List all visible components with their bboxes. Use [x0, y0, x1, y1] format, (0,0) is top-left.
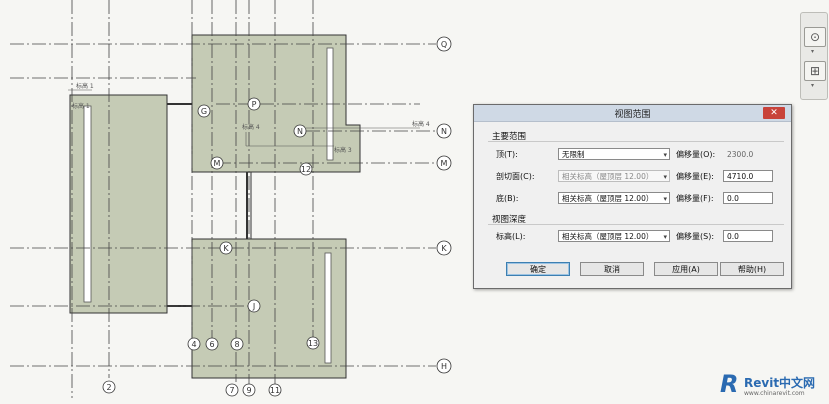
dialog-title: 视图范围: [614, 110, 651, 120]
svg-text:N: N: [441, 127, 447, 136]
bottom-label: 底(B):: [496, 194, 519, 203]
grid-lines: [10, 0, 440, 398]
svg-text:11: 11: [270, 386, 280, 395]
grid-bubble-h-right[interactable]: H: [436, 358, 452, 374]
view-depth-group-label: 视图深度: [492, 215, 527, 225]
cut-offset-label: 偏移量(E):: [676, 172, 714, 181]
svg-text:9: 9: [246, 386, 251, 395]
chevron-down-icon: ▾: [663, 151, 667, 159]
grid-bubble-6[interactable]: 6: [205, 337, 219, 351]
top-offset-input: 2300.0: [727, 150, 754, 159]
callout-tag-mid: 标高 4: [242, 123, 260, 131]
top-label: 顶(T):: [496, 150, 518, 159]
svg-text:8: 8: [234, 340, 239, 349]
grid-bubble-7[interactable]: 7: [225, 383, 239, 397]
grid-bubble-n-right[interactable]: N: [436, 123, 452, 139]
svg-text:2: 2: [106, 383, 111, 392]
svg-text:13: 13: [308, 339, 318, 348]
grid-bubble-k[interactable]: K: [219, 241, 233, 255]
zoom-region-icon[interactable]: ⊙: [804, 27, 826, 47]
svg-text:K: K: [441, 244, 447, 253]
grid-bubble-g[interactable]: G: [197, 104, 211, 118]
apply-button[interactable]: 应用(A): [654, 262, 718, 276]
slab-left: [69, 94, 168, 314]
grid-bubble-m[interactable]: M: [210, 156, 224, 170]
cut-plane-select: 相关标高（屋顶层 12.00）▾: [558, 170, 670, 182]
svg-text:G: G: [201, 107, 207, 116]
grid-bubble-j[interactable]: J: [247, 299, 261, 313]
bottom-offset-label: 偏移量(F):: [676, 194, 714, 203]
logo-mark-icon: R: [720, 370, 739, 398]
grid-bubble-11[interactable]: 11: [268, 383, 282, 397]
callout-tag-low-mid: 标高 3: [334, 146, 352, 154]
view-range-dialog: 视图范围 ✕ 主要范围 顶(T): 无限制▾ 偏移量(O): 2300.0 剖切…: [473, 104, 792, 289]
svg-text:H: H: [441, 362, 447, 371]
callout-tag-right: 标高 4: [412, 120, 430, 128]
grid-bubble-q[interactable]: Q: [436, 36, 452, 52]
bottom-select[interactable]: 相关标高（屋顶层 12.00）▾: [558, 192, 670, 204]
grid-bubble-m-right[interactable]: M: [436, 155, 452, 171]
level-offset-label: 偏移量(S):: [676, 232, 715, 241]
primary-range-group-label: 主要范围: [492, 132, 527, 142]
svg-text:J: J: [252, 302, 255, 311]
chevron-down-icon: ▾: [663, 233, 667, 241]
chevron-down-icon: ▾: [663, 173, 667, 181]
navigation-wheel-icon[interactable]: ⊞: [804, 61, 826, 81]
grid-bubbles: Q N M K H P G N M 12 K J 4 6 8 13 2 7 9 …: [102, 36, 452, 397]
cancel-button[interactable]: 取消: [580, 262, 644, 276]
svg-text:M: M: [441, 159, 448, 168]
ok-button[interactable]: 确定: [506, 262, 570, 276]
svg-text:6: 6: [209, 340, 214, 349]
leader-lines: [68, 89, 420, 147]
svg-text:7: 7: [229, 386, 234, 395]
grid-bubble-p[interactable]: P: [247, 97, 261, 111]
help-button[interactable]: 帮助(H): [720, 262, 784, 276]
dialog-title-bar[interactable]: 视图范围 ✕: [474, 105, 791, 122]
grid-bubble-9[interactable]: 9: [242, 383, 256, 397]
svg-text:M: M: [214, 159, 221, 168]
zoom-dropdown-chevron-icon[interactable]: ▾: [811, 48, 815, 55]
level-offset-input[interactable]: 0.0: [723, 230, 773, 242]
slab-lower-right: [191, 238, 347, 379]
top-select[interactable]: 无限制▾: [558, 148, 670, 160]
watermark-logo: R Revit中文网 www.chinarevit.com: [716, 370, 828, 402]
grid-bubble-12[interactable]: 12: [299, 162, 313, 176]
svg-text:4: 4: [191, 340, 196, 349]
close-button[interactable]: ✕: [763, 107, 785, 119]
level-select[interactable]: 相关标高（屋顶层 12.00）▾: [558, 230, 670, 242]
grid-bubble-n[interactable]: N: [293, 124, 307, 138]
top-offset-label: 偏移量(O):: [676, 150, 716, 159]
svg-text:P: P: [252, 100, 257, 109]
svg-text:Q: Q: [441, 40, 447, 49]
nav-dropdown-chevron-icon[interactable]: ▾: [811, 82, 815, 89]
logo-url: www.chinarevit.com: [744, 390, 805, 397]
grid-bubble-k-right[interactable]: K: [436, 240, 452, 256]
grid-bubble-13[interactable]: 13: [306, 336, 320, 350]
callout-tag-top-left: 标高 1: [76, 82, 94, 90]
svg-text:12: 12: [301, 165, 311, 174]
svg-text:K: K: [223, 244, 229, 253]
logo-text: Revit中文网: [744, 376, 816, 390]
view-depth-divider: [488, 224, 784, 225]
grid-bubble-4[interactable]: 4: [187, 337, 201, 351]
slab-regions: [69, 34, 361, 379]
grid-bubble-2[interactable]: 2: [102, 380, 116, 394]
chevron-down-icon: ▾: [663, 195, 667, 203]
navigation-bar: ⊙ ▾ ⊞ ▾: [800, 12, 828, 100]
callout-tag-left-side: 标高 1: [72, 102, 90, 110]
level-label: 标高(L):: [496, 232, 526, 241]
svg-text:N: N: [297, 127, 303, 136]
grid-bubble-8[interactable]: 8: [230, 337, 244, 351]
primary-range-divider: [488, 141, 784, 142]
bottom-offset-input[interactable]: 0.0: [723, 192, 773, 204]
cut-offset-input[interactable]: 4710.0: [723, 170, 773, 182]
cut-plane-label: 剖切面(C):: [496, 172, 535, 181]
